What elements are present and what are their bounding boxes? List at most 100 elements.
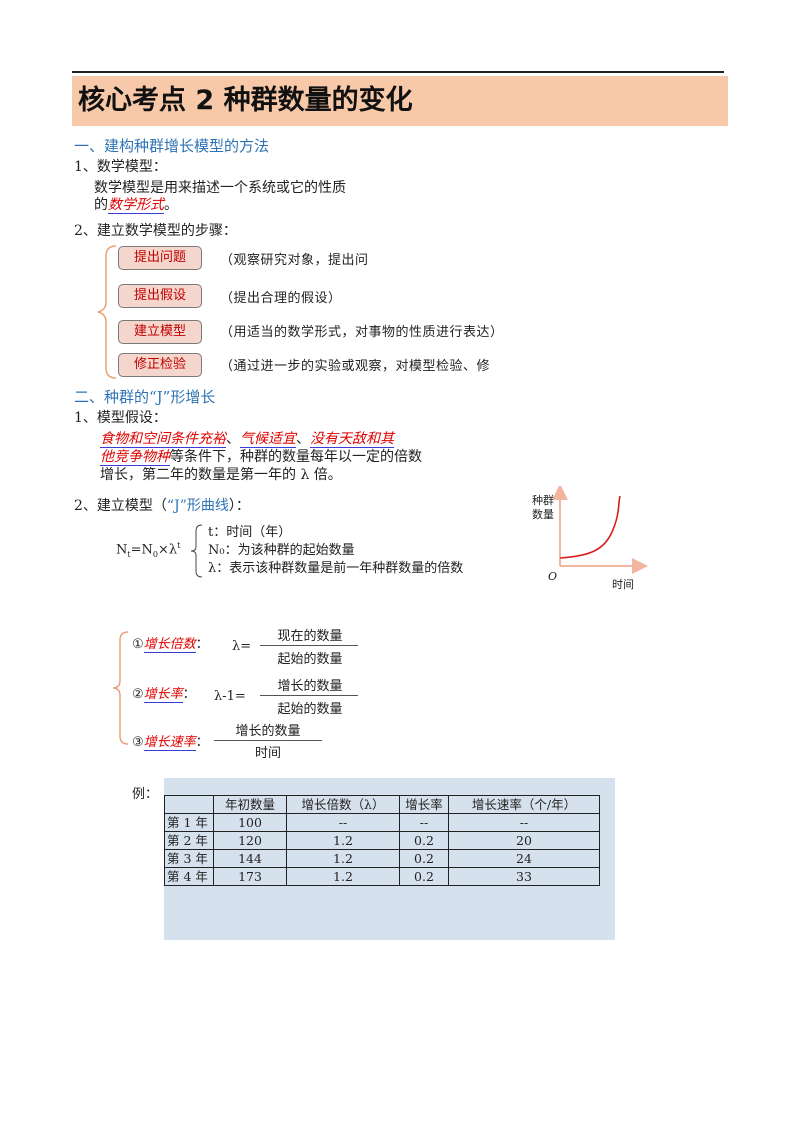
build-prefix: 2、建立模型（ [74, 498, 167, 514]
cond-food-space: 食物和空间条件充裕 [100, 431, 226, 448]
rate1-prefix: ① [132, 637, 144, 652]
graph-origin: O [548, 570, 558, 583]
j-curve-graph [552, 486, 648, 574]
step-desc-2: （提出合理的假设） [220, 291, 342, 306]
cond-no-enemy-b: 他竞争物种 [100, 449, 170, 466]
table-header-row: 年初数量 增长倍数（λ） 增长率 增长速率（个/年） [164, 795, 600, 814]
graph-xlabel: 时间 [612, 578, 634, 591]
assume-line3: 增长，第二年的数量是第一年的 λ 倍。 [100, 467, 342, 483]
table-cell: 第 2 年 [164, 831, 214, 850]
rate1-numerator: 现在的数量 [277, 629, 343, 644]
step-box-2: 提出假设 [118, 284, 202, 308]
formula-sup-t: t [177, 541, 181, 550]
formula-n: N [116, 542, 128, 558]
assume-line2: 他竞争物种等条件下，种群的数量每年以一定的倍数 [100, 446, 422, 466]
item-math-model: 1、数学模型： [74, 159, 167, 175]
table-cell: -- [286, 813, 400, 832]
sep-1: 、 [226, 431, 240, 447]
example-table: 年初数量 增长倍数（λ） 增长率 增长速率（个/年） 第 1 年 100 -- … [164, 795, 600, 886]
rate2-numerator: 增长的数量 [277, 679, 343, 694]
step-box-4: 修正检验 [118, 353, 202, 377]
formula-sub-0: 0 [152, 549, 158, 559]
rate-growth-rate: ②增长率： [132, 683, 196, 703]
rate2-label: 增长率 [143, 687, 183, 703]
table-row: 第 2 年 120 1.2 0.2 20 [164, 831, 600, 850]
item-model-steps: 2、建立数学模型的步骤： [74, 223, 237, 239]
table-cell: -- [399, 813, 449, 832]
table-cell: 第 1 年 [164, 813, 214, 832]
graph-ylabel-2: 数量 [532, 508, 554, 521]
table-cell: 0.2 [399, 831, 449, 850]
rate1-colon: ： [195, 637, 209, 652]
page-title: 核心考点 2 种群数量的变化 [72, 76, 728, 126]
build-suffix: ）： [228, 498, 250, 514]
top-rule [72, 71, 724, 73]
assume-rest1: 等条件下，种群的数量每年以一定的倍数 [170, 449, 422, 465]
section2-heading: 二、种群的“J”形增长 [74, 388, 216, 406]
sep-2: 、 [296, 431, 310, 447]
formula-sub-t: t [127, 549, 131, 559]
formula-eq: =N [130, 542, 153, 558]
table-cell: 20 [448, 831, 600, 850]
item-build-model: 2、建立模型（“J”形曲线）： [74, 495, 250, 515]
rate3-numerator: 增长的数量 [235, 724, 301, 739]
rate3-label: 增长速率 [143, 735, 196, 751]
step-desc-3: （用适当的数学形式，对事物的性质进行表达） [220, 325, 504, 340]
var-lambda: λ：表示该种群数量是前一年种群数量的倍数 [208, 561, 464, 576]
math-model-def-line1: 数学模型是用来描述一个系统或它的性质 [94, 180, 346, 196]
table-cell: 1.2 [286, 867, 400, 886]
table-cell: 0.2 [399, 867, 449, 886]
table-header-cell [164, 795, 214, 814]
graph-ylabel-1: 种群 [532, 494, 554, 507]
table-cell: 1.2 [286, 831, 400, 850]
cond-no-enemy-a: 没有天敌和其 [310, 431, 394, 448]
table-cell: 24 [448, 849, 600, 868]
j-formula: Nt=N0×λt [116, 541, 180, 559]
j-curve [559, 495, 621, 559]
table-cell: 第 4 年 [164, 867, 214, 886]
rate-growth-multiple: ①增长倍数： [132, 633, 209, 653]
rate1-denominator: 起始的数量 [277, 652, 343, 667]
item-model-assume: 1、模型假设： [74, 410, 167, 426]
step-box-1: 提出问题 [118, 246, 202, 270]
table-cell: -- [448, 813, 600, 832]
steps-brace [97, 245, 117, 379]
rate3-denominator: 时间 [254, 746, 281, 761]
def-prefix: 的 [94, 197, 108, 213]
section1-heading: 一、建构种群增长模型的方法 [74, 137, 270, 155]
def-suffix: 。 [164, 197, 178, 213]
example-label: 例： [132, 787, 159, 802]
rate1-label: 增长倍数 [143, 637, 196, 653]
table-cell: 第 3 年 [164, 849, 214, 868]
table-cell: 1.2 [286, 849, 400, 868]
table-row: 第 1 年 100 -- -- -- [164, 813, 600, 832]
table-cell: 33 [448, 867, 600, 886]
var-t: t：时间（年） [208, 525, 292, 540]
rate2-denominator: 起始的数量 [277, 702, 343, 717]
table-row: 第 3 年 144 1.2 0.2 24 [164, 849, 600, 868]
table-header-cell: 年初数量 [213, 795, 287, 814]
rate1-frac-line [260, 645, 358, 646]
rate1-formula: λ= [232, 639, 252, 654]
rates-brace [112, 631, 129, 745]
table-row: 第 4 年 173 1.2 0.2 33 [164, 867, 600, 886]
rate-growth-speed: ③增长速率： [132, 731, 209, 751]
math-model-def-line2: 的数学形式。 [94, 194, 178, 214]
table-cell: 173 [213, 867, 287, 886]
build-highlight: “J”形曲线 [166, 498, 229, 514]
rate2-formula: λ-1= [214, 689, 246, 704]
table-cell: 120 [213, 831, 287, 850]
table-cell: 144 [213, 849, 287, 868]
cond-climate: 气候适宜 [240, 431, 296, 448]
var-n0: N₀：为该种群的起始数量 [208, 543, 355, 558]
def-highlight: 数学形式 [108, 197, 164, 214]
rate3-colon: ： [195, 735, 209, 750]
step-box-3: 建立模型 [118, 320, 202, 344]
step-desc-4: （通过进一步的实验或观察，对模型检验、修 [220, 359, 491, 374]
rate2-frac-line [260, 695, 358, 696]
table-header-cell: 增长率 [399, 795, 449, 814]
rate2-colon: ： [182, 687, 196, 702]
assume-line1: 食物和空间条件充裕、气候适宜、没有天敌和其 [100, 428, 394, 448]
formula-mul: ×λ [157, 542, 178, 558]
rate3-frac-line [214, 740, 322, 741]
